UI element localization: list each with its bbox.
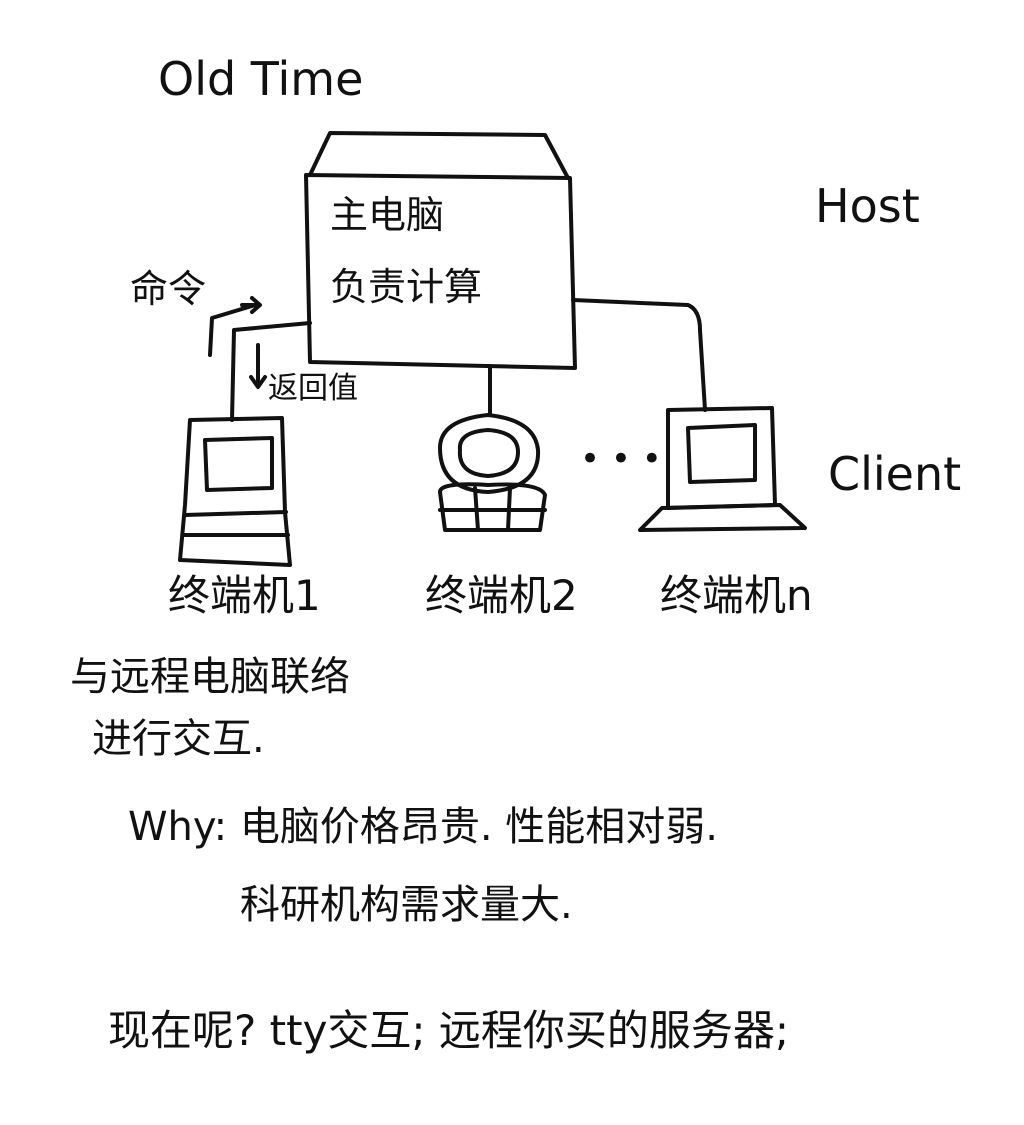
note-line2: 进行交互. (92, 716, 265, 762)
now-line: 现在呢? tty交互; 远程你买的服务器; (108, 1006, 789, 1055)
return-arrow (249, 343, 267, 389)
return-label: 返回值 (268, 371, 358, 406)
terminaln-icon (638, 406, 807, 532)
client-label: Client (828, 447, 961, 501)
terminal1-label: 终端机1 (168, 571, 321, 620)
terminal1-icon (178, 416, 292, 567)
ellipsis: • • • (580, 439, 662, 479)
terminal2-label: 终端机2 (425, 571, 578, 620)
terminal2-icon (438, 413, 547, 532)
heading-text: Old Time (158, 52, 363, 106)
host-box (304, 173, 577, 370)
why-line2: 科研机构需求量大. (240, 882, 573, 928)
terminaln-label: 终端机n (660, 571, 813, 620)
why-line1: Why: 电脑价格昂贵. 性能相对弱. (128, 804, 718, 850)
host-box-line1: 主电脑 (330, 193, 444, 237)
line-host-to-terminaln (571, 298, 707, 412)
command-label: 命令 (130, 267, 206, 311)
command-arrow (208, 303, 257, 357)
host-box-line2: 负责计算 (330, 265, 482, 309)
note-line1: 与远程电脑联络 (70, 654, 350, 700)
line-host-to-terminal1 (230, 321, 312, 422)
host-mainframe (304, 131, 577, 370)
host-label: Host (815, 179, 920, 233)
command-arrow-head (240, 296, 262, 314)
host-top-bevel (308, 131, 570, 180)
